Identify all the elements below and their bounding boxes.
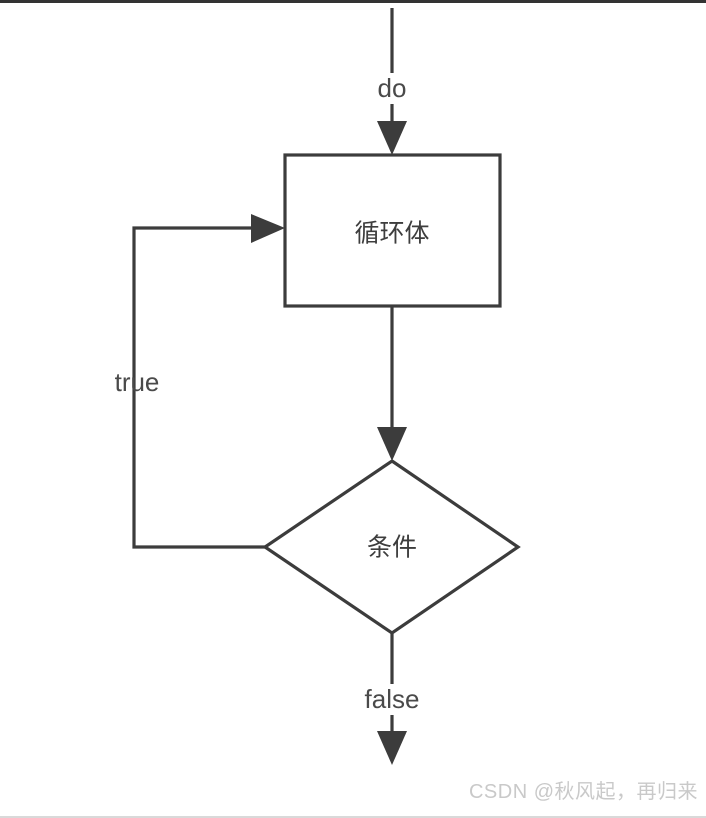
loop-body-label: 循环体: [354, 220, 429, 248]
exit-arrowhead-icon: [377, 731, 407, 765]
edge-label-do: do: [378, 73, 407, 103]
loop-back-path: [132, 226, 265, 549]
body-to-condition-arrowhead-icon: [377, 427, 407, 461]
flowchart-svg: do 循环体 条件 true false: [115, 8, 521, 765]
edge-label-true: true: [115, 367, 160, 397]
entry-arrowhead-icon: [377, 121, 407, 155]
condition-label: 条件: [367, 534, 417, 562]
loop-body-fill: [285, 155, 500, 306]
csdn-watermark: CSDN @秋风起，再归来: [468, 781, 698, 803]
loop-back-arrowhead-icon: [251, 214, 285, 243]
edge-label-false: false: [365, 684, 420, 714]
